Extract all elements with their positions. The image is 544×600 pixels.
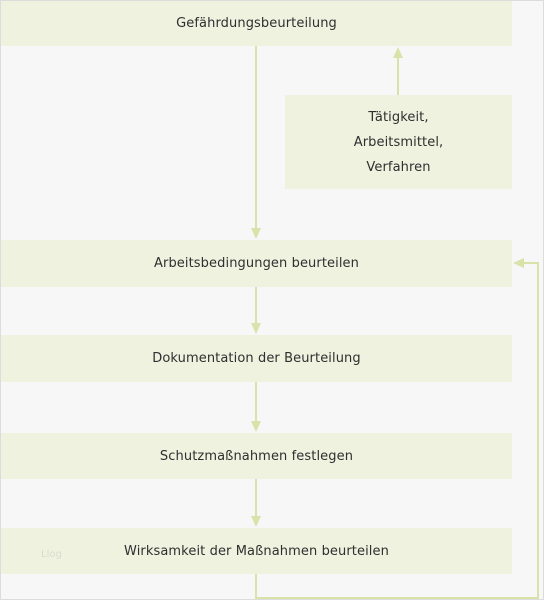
arrowhead-feedback bbox=[513, 258, 524, 268]
box-define-protective-measures: Schutzmaßnahmen festlegen bbox=[1, 433, 512, 479]
watermark-text: Llog bbox=[41, 549, 62, 560]
box-assess-effectiveness: Wirksamkeit der Maßnahmen beurteilen bbox=[1, 528, 512, 574]
box-activity-equipment-procedure: Tätigkeit, Arbeitsmittel, Verfahren bbox=[285, 95, 512, 189]
arrowhead-top bbox=[393, 47, 403, 58]
box-documentation: Dokumentation der Beurteilung bbox=[1, 335, 512, 382]
side-label-line-2: Arbeitsmittel, bbox=[353, 134, 444, 150]
arrowhead-assess bbox=[251, 228, 261, 239]
arrowhead-doc bbox=[251, 323, 261, 334]
box-assess-working-conditions: Arbeitsbedingungen beurteilen bbox=[1, 240, 512, 287]
side-label-line-3: Verfahren bbox=[366, 159, 431, 175]
box-hazard-assessment: Gefährdungsbeurteilung bbox=[1, 1, 512, 46]
arrowhead-effect bbox=[251, 516, 261, 527]
arrowhead-protect bbox=[251, 421, 261, 432]
side-label-line-1: Tätigkeit, bbox=[368, 109, 429, 125]
box-assess-label: Arbeitsbedingungen beurteilen bbox=[154, 256, 359, 271]
box-protective-measures-label: Schutzmaßnahmen festlegen bbox=[159, 448, 354, 464]
box-effectiveness-label: Wirksamkeit der Maßnahmen beurteilen bbox=[124, 543, 389, 559]
box-hazard-assessment-label: Gefährdungsbeurteilung bbox=[176, 16, 337, 31]
box-documentation-label: Dokumentation der Beurteilung bbox=[152, 351, 361, 366]
